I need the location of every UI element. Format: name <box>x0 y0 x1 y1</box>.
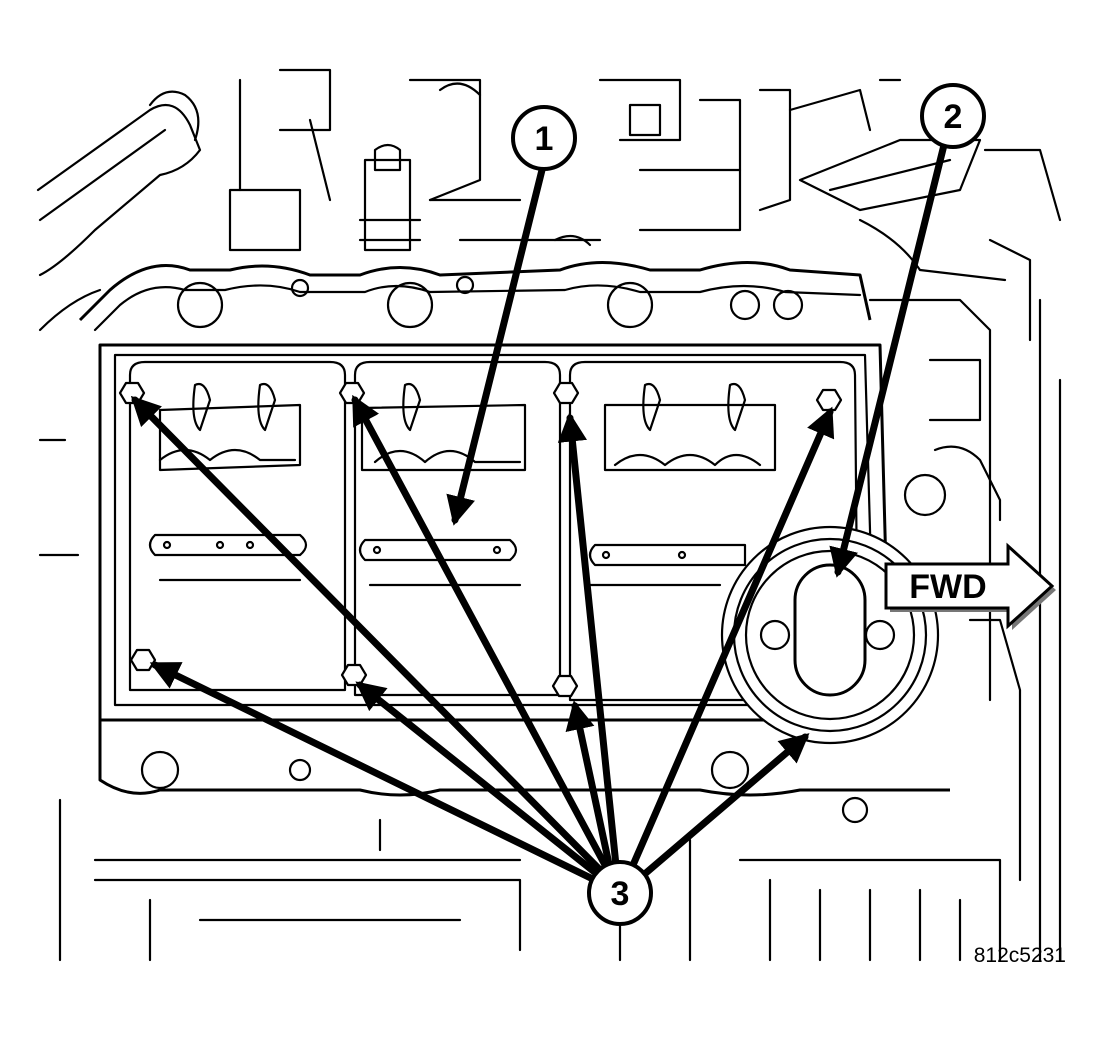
callout-2: 2 <box>920 83 986 149</box>
bolt-6 <box>340 663 368 687</box>
oil-filter-adapter <box>720 525 940 745</box>
fwd-label: FWD <box>909 568 986 606</box>
bolt-7 <box>551 674 579 698</box>
arrow-2-to-adapter <box>829 141 948 578</box>
engine-background-linework <box>36 68 1062 962</box>
callout-3-label: 3 <box>611 875 630 913</box>
bolt-5 <box>129 648 157 672</box>
arrow-3-to-bolt-1 <box>130 395 614 884</box>
arrow-1-to-pan <box>446 166 546 526</box>
bolt-3 <box>552 381 580 405</box>
callout-2-label: 2 <box>944 98 963 136</box>
arrow-3-to-adapter <box>636 733 810 882</box>
arrow-3-to-bolt-5 <box>149 661 609 889</box>
leader-arrows <box>130 141 948 889</box>
fwd-direction-arrow: FWD <box>884 542 1056 630</box>
callout-1-label: 1 <box>535 120 554 158</box>
arrow-3-to-bolt-4 <box>626 406 835 876</box>
figure-id: 812c5231 <box>974 944 1066 967</box>
bolt-4 <box>815 388 843 412</box>
arrow-3-to-bolt-7 <box>565 700 616 882</box>
arrow-3-to-bolt-3 <box>557 412 621 879</box>
callout-3: 3 <box>587 860 653 926</box>
arrow-3-to-bolt-6 <box>355 681 611 886</box>
callout-1: 1 <box>511 105 577 171</box>
arrow-3-to-bolt-2 <box>351 394 616 882</box>
